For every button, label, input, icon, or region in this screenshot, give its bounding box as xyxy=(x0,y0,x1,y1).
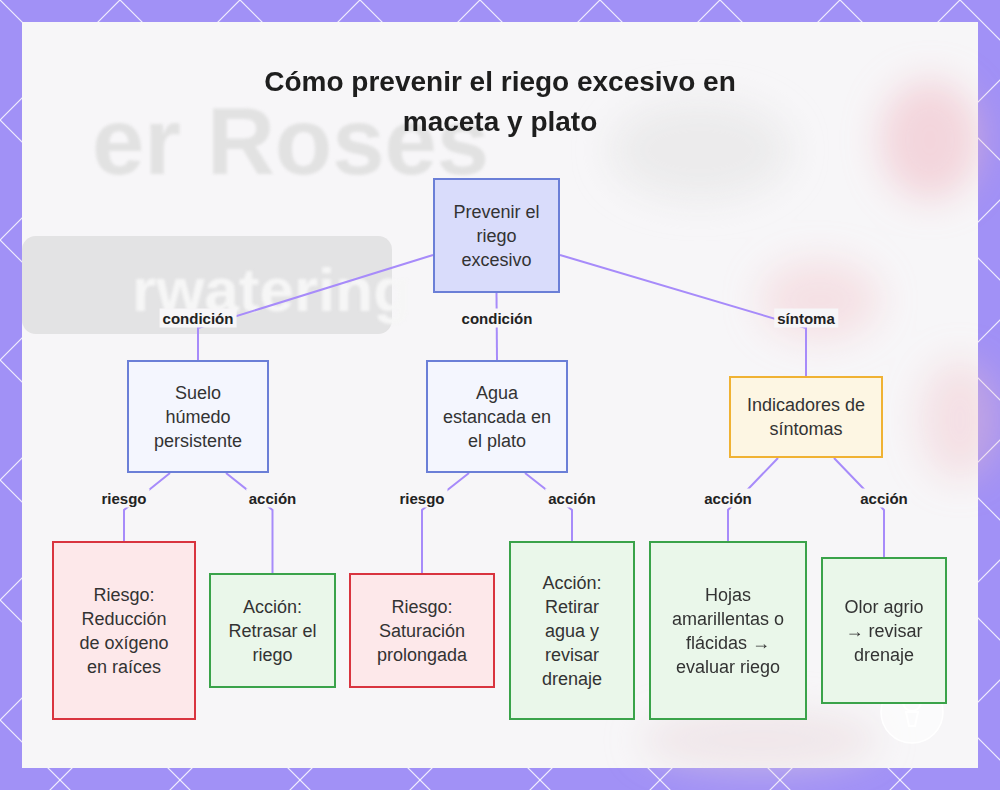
node-text: Hojas amarillentas o flácidas → evaluar … xyxy=(669,583,787,679)
node-text: Olor agrio → revisar drenaje xyxy=(835,595,933,667)
cond-box: Agua estancada en el plato xyxy=(426,360,568,473)
node-text: Riesgo: Reducción de oxígeno en raíces xyxy=(76,583,172,679)
act-box: Acción: Retirar agua y revisar drenaje xyxy=(509,541,635,720)
panel xyxy=(22,22,978,768)
node-text: Suelo húmedo persistente xyxy=(141,381,255,453)
connector-line xyxy=(560,255,806,376)
node-text: Riesgo: Saturación prolongada xyxy=(363,595,481,667)
edge-label: acción xyxy=(857,489,911,508)
edge-label: riesgo xyxy=(98,489,149,508)
watermark-text: er Roses xyxy=(92,88,489,196)
diagram-title: Cómo prevenir el riego excesivo en macet… xyxy=(225,62,775,142)
main-box: Prevenir el riego excesivo xyxy=(433,178,560,293)
act-box: Hojas amarillentas o flácidas → evaluar … xyxy=(649,541,807,720)
node-text: Prevenir el riego excesivo xyxy=(451,200,542,272)
symp-box: Indicadores de síntomas xyxy=(729,376,883,458)
node-text: Acción: Retirar agua y revisar drenaje xyxy=(531,571,613,691)
edge-label: acción xyxy=(545,489,599,508)
photo-blur xyxy=(610,80,1000,770)
risk-box: Riesgo: Reducción de oxígeno en raíces xyxy=(52,541,196,720)
node-text: Acción: Retrasar el riego xyxy=(223,595,322,667)
edge-label: condición xyxy=(459,309,536,328)
edge-label: riesgo xyxy=(396,489,447,508)
edge-label: acción xyxy=(246,489,300,508)
node-text: Indicadores de síntomas xyxy=(743,393,869,441)
node-text: Agua estancada en el plato xyxy=(440,381,554,453)
edge-label: síntoma xyxy=(774,309,838,328)
edge-label: condición xyxy=(160,309,237,328)
connector-line xyxy=(834,458,884,557)
act-box: Olor agrio → revisar drenaje xyxy=(821,557,947,704)
cond-box: Suelo húmedo persistente xyxy=(127,360,269,473)
risk-box: Riesgo: Saturación prolongada xyxy=(349,573,495,688)
edge-label: acción xyxy=(701,489,755,508)
act-box: Acción: Retrasar el riego xyxy=(209,573,336,688)
